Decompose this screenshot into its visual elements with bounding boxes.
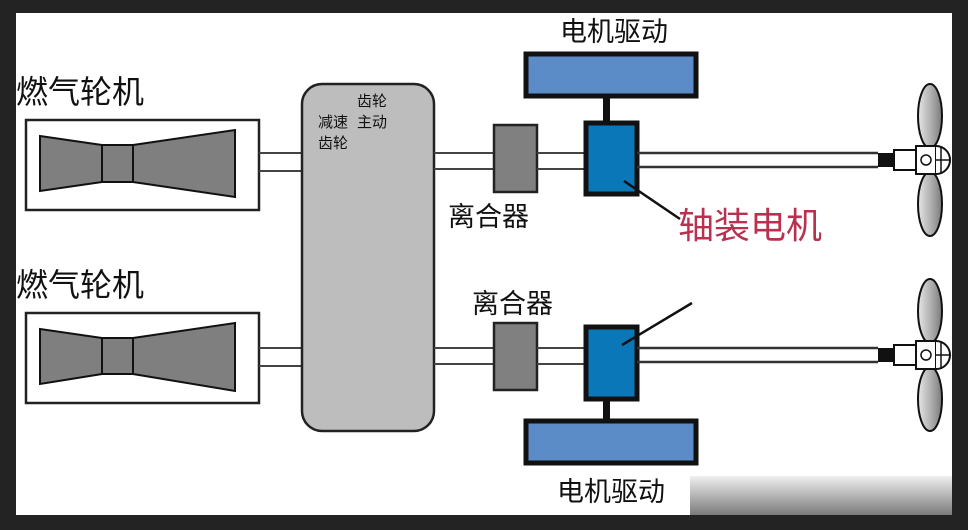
shaft-motor [583,324,640,402]
gearbox-reduction-label-1: 减速 [318,113,348,131]
compressor-cone [39,134,103,193]
leader-line [623,179,681,221]
lower-shaft-assembly: 离合器 电机驱动 [434,289,878,508]
combustor [101,337,134,375]
clutch-label: 离合器 [448,202,529,233]
watermark-fade [690,476,952,515]
reduction-gearbox: 齿轮 主动 减速 齿轮 [300,82,436,433]
motor-drive [523,51,699,99]
gearbox-reduction-label-2: 齿轮 [318,134,348,152]
propeller-blade [917,83,943,149]
leader-line [621,301,693,347]
motor-drive-label: 电机驱动 [560,17,668,48]
turbine-cone [132,128,236,199]
propeller-blade [917,171,943,237]
propulsion-diagram: 燃气轮机 燃气轮机 齿轮 主动 减速 齿轮 离合器 电机驱动 [16,17,951,508]
shaft-motor [583,120,640,197]
gas-turbine-lower: 燃气轮机 [16,266,302,405]
gas-turbine-label: 燃气轮机 [16,73,144,111]
propeller-blade [917,278,943,344]
hub-bolt [920,154,932,166]
clutch [492,321,539,392]
gearbox-main-label-1: 齿轮 [357,92,387,110]
drive-connector [603,399,610,421]
shaft-coupling [878,153,894,167]
propeller-upper [878,83,951,237]
drive-connector [603,96,610,123]
clutch-label: 离合器 [472,289,553,320]
hub-sleeve [893,149,917,171]
propeller-blade [917,366,943,432]
turbine-cone [132,321,236,393]
shaft-motor-label: 轴装电机 [678,206,822,247]
gearbox-body [300,82,436,433]
motor-drive-label: 电机驱动 [557,477,665,508]
propeller-lower [878,278,951,432]
motor-drive [523,418,699,466]
combustor [101,144,134,183]
upper-shaft-assembly: 离合器 电机驱动 轴装电机 [434,17,878,247]
hub-bolt [920,349,932,361]
gearbox-main-label-2: 主动 [357,113,387,131]
compressor-cone [39,327,103,386]
gas-turbine-upper: 燃气轮机 [16,73,302,212]
clutch [492,123,539,194]
gas-turbine-label: 燃气轮机 [16,266,144,304]
hub-sleeve [893,344,917,366]
shaft-coupling [878,348,894,362]
diagram-canvas: 燃气轮机 燃气轮机 齿轮 主动 减速 齿轮 离合器 电机驱动 [16,13,952,515]
